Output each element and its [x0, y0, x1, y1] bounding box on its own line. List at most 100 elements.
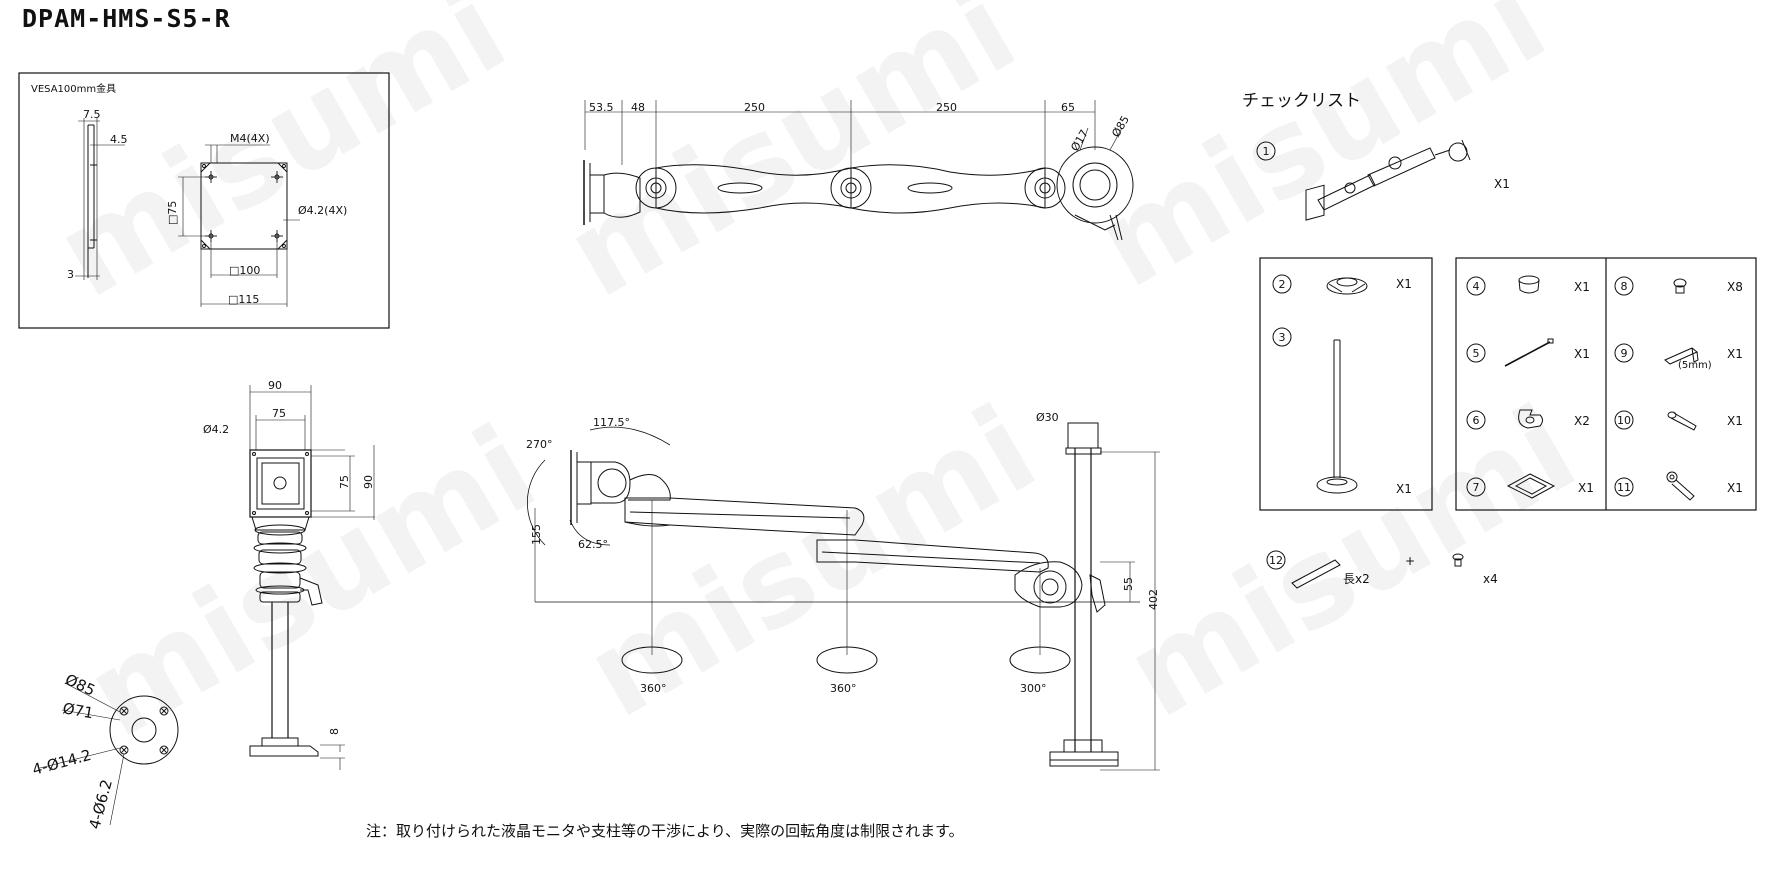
svg-text:X1: X1 [1727, 414, 1743, 428]
checklist-boxes [1259, 257, 1757, 511]
svg-text:X2: X2 [1574, 414, 1590, 428]
svg-text:402: 402 [1147, 589, 1160, 610]
svg-text:X1: X1 [1727, 481, 1743, 495]
svg-text:10: 10 [1617, 414, 1631, 427]
svg-text:90: 90 [268, 379, 282, 392]
bolt-icon [1667, 411, 1697, 431]
svg-text:62.5°: 62.5° [578, 538, 608, 551]
svg-text:Ø4.2(4X): Ø4.2(4X) [298, 204, 347, 217]
svg-text:4-Ø14.2: 4-Ø14.2 [30, 746, 93, 779]
svg-text:misumi: misumi [565, 380, 1058, 745]
svg-text:3: 3 [67, 268, 74, 281]
svg-text:117.5°: 117.5° [593, 416, 630, 429]
arm-side-labels: 270° 117.5° 155 62.5° Ø30 55 402 360° 36… [526, 411, 1160, 695]
svg-text:7.5: 7.5 [83, 108, 101, 121]
arm-top-view [583, 100, 1134, 241]
svg-text:M4(4X): M4(4X) [230, 132, 270, 145]
checklist-item-9: 9 (5mm) X1 [1614, 343, 1743, 371]
svg-text:チェックリスト: チェックリスト [1242, 91, 1361, 111]
svg-text:misumi: misumi [1105, 380, 1598, 745]
svg-text:X1: X1 [1396, 482, 1412, 496]
svg-text:Ø85: Ø85 [1109, 113, 1132, 139]
svg-text:300°: 300° [1020, 682, 1047, 695]
svg-text:7: 7 [1473, 481, 1480, 494]
svg-text:75: 75 [272, 407, 286, 420]
pole-icon [1316, 339, 1358, 494]
screw-icon [1673, 278, 1687, 294]
svg-text:360°: 360° [640, 682, 667, 695]
vesa-plate-view [18, 72, 390, 329]
svg-text:4: 4 [1473, 280, 1480, 293]
svg-text:Ø71: Ø71 [61, 699, 95, 722]
svg-text:□75: □75 [166, 201, 179, 225]
footnote: 注：取り付けられた液晶モニタや支柱等の干渉により、実際の回転角度は制限されます。 [366, 822, 964, 840]
svg-text:250: 250 [936, 101, 957, 114]
checklist-item-12: 12 長x2 + x4 [1266, 550, 1498, 589]
svg-text:1: 1 [1263, 145, 1270, 158]
arm-assembly-icon [1305, 139, 1471, 221]
vesa-plate-icon [1506, 473, 1556, 499]
checklist-item-7: 7 X1 [1466, 473, 1594, 499]
svg-text:250: 250 [744, 101, 765, 114]
svg-text:8: 8 [328, 728, 341, 735]
svg-text:□100: □100 [229, 264, 260, 277]
svg-text:55: 55 [1122, 577, 1135, 591]
wrench-icon [1666, 471, 1695, 501]
svg-text:X1: X1 [1578, 481, 1594, 495]
svg-text:Ø4.2: Ø4.2 [203, 423, 229, 436]
svg-text:75: 75 [338, 475, 351, 489]
checklist-item-5: 5 X1 [1466, 338, 1590, 367]
small-screw-icon [1452, 553, 1464, 567]
svg-text:VESA100mm金具: VESA100mm金具 [31, 82, 116, 95]
svg-text:6: 6 [1473, 414, 1480, 427]
base-view [39, 682, 179, 826]
svg-text:155: 155 [530, 524, 543, 545]
checklist-item-1: 1 X1 [1256, 139, 1510, 221]
checklist-title: チェックリスト [1242, 91, 1361, 111]
svg-text:X1: X1 [1396, 277, 1412, 291]
svg-text:X8: X8 [1727, 280, 1743, 294]
svg-text:X1: X1 [1574, 347, 1590, 361]
svg-text:8: 8 [1621, 280, 1628, 293]
svg-text:Ø17: Ø17 [1068, 127, 1091, 153]
svg-text:X1: X1 [1574, 280, 1590, 294]
front-view-labels: 90 75 Ø4.2 75 90 8 [203, 379, 375, 735]
svg-text:4-Ø6.2: 4-Ø6.2 [85, 777, 115, 831]
cable-tie-icon [1504, 338, 1554, 367]
front-view [249, 385, 375, 770]
plate-bar-icon [1291, 559, 1341, 589]
svg-text:11: 11 [1617, 481, 1631, 494]
checklist-item-8: 8 X8 [1614, 276, 1743, 296]
clamp-cap-icon [1326, 277, 1368, 295]
svg-text:Ø30: Ø30 [1036, 411, 1059, 424]
svg-text:+: + [1405, 554, 1415, 568]
svg-text:48: 48 [631, 101, 645, 114]
checklist-item-6: 6 X2 [1466, 409, 1590, 430]
svg-text:270°: 270° [526, 438, 553, 451]
svg-text:x4: x4 [1483, 572, 1498, 586]
svg-text:4.5: 4.5 [110, 133, 128, 146]
checklist-item-3: 3 X1 [1272, 327, 1412, 496]
svg-text:2: 2 [1279, 278, 1286, 291]
arm-side-view [527, 422, 1160, 771]
svg-text:360°: 360° [830, 682, 857, 695]
svg-text:12: 12 [1269, 554, 1283, 567]
cable-clip-icon [1518, 409, 1543, 429]
svg-text:90: 90 [362, 475, 375, 489]
svg-text:3: 3 [1279, 331, 1286, 344]
svg-text:53.5: 53.5 [589, 101, 614, 114]
vesa-labels: VESA100mm金具 7.5 4.5 3 M4(4X) □75 Ø4.2(4X… [31, 82, 347, 306]
svg-text:65: 65 [1061, 101, 1075, 114]
svg-text:長x2: 長x2 [1343, 572, 1370, 586]
svg-text:misumi: misumi [545, 0, 1038, 325]
checklist-item-2: 2 X1 [1272, 274, 1412, 295]
svg-text:9: 9 [1621, 347, 1628, 360]
checklist-item-4: 4 X1 [1466, 275, 1590, 296]
svg-text:5: 5 [1473, 347, 1480, 360]
svg-text:□115: □115 [228, 293, 259, 306]
hex-key-icon [1664, 347, 1699, 365]
drawing-title: DPAM-HMS-S5-R [22, 4, 231, 33]
cap-icon [1518, 275, 1540, 294]
svg-text:X1: X1 [1727, 347, 1743, 361]
